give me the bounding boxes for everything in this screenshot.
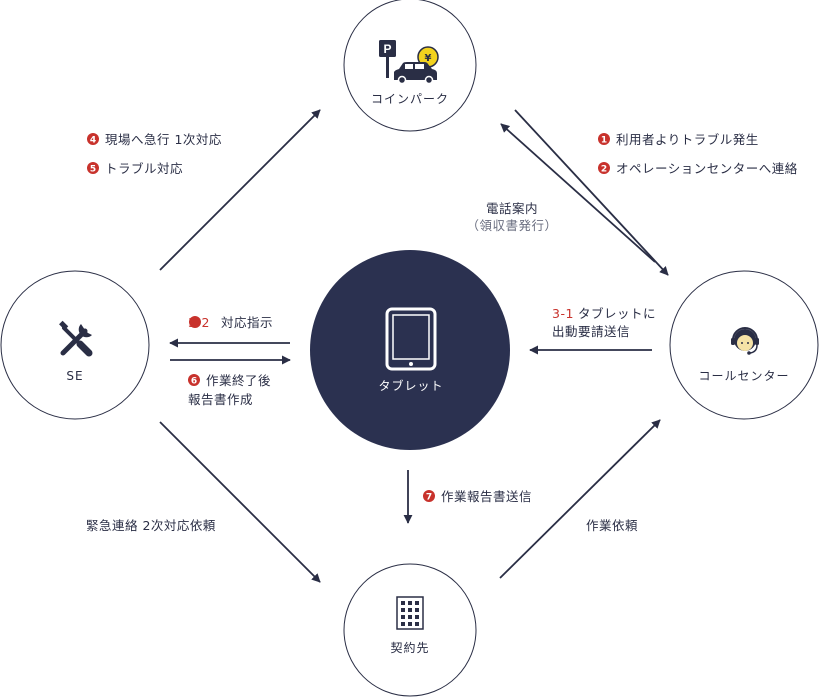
edge-label-se-to-contractor: 緊急連絡 2次対応依頼	[86, 518, 216, 533]
arrow-coinpark-to-callcenter	[514, 109, 669, 276]
edge-text-after-work: 作業終了後	[206, 373, 271, 388]
arrow-se-to-contractor	[159, 421, 321, 583]
node-label-se: SE	[66, 369, 83, 383]
edge-text-receipt-issue: （領収書発行）	[466, 218, 557, 233]
tablet-icon	[385, 307, 437, 371]
node-tablet: タブレット	[310, 250, 510, 450]
edge-label-coinpark-to-callcenter: 1 利用者よりトラブル発生 2 オペレーションセンターへ連絡	[598, 132, 798, 176]
operator-headset-icon	[731, 327, 759, 355]
edge-text-contact-center: オペレーションセンターへ連絡	[616, 161, 798, 176]
node-se: SE	[0, 270, 150, 420]
badge-7: 7	[426, 493, 432, 503]
svg-text:¥: ¥	[425, 53, 432, 64]
car-icon	[394, 62, 437, 85]
node-label-tablet: タブレット	[378, 378, 443, 393]
step-number-3-2: 3-2	[188, 315, 210, 330]
badge-1: 1	[601, 136, 607, 146]
badge-5: 5	[90, 165, 96, 175]
edge-label-callcenter-to-tablet: 3-1 タブレットに 出動要請送信	[552, 306, 656, 339]
node-callcenter: コールセンター	[669, 270, 819, 420]
node-label-contractor: 契約先	[390, 640, 429, 655]
edge-text-phone-guide: 電話案内	[486, 201, 538, 216]
node-label-callcenter: コールセンター	[698, 369, 789, 383]
edge-label-contractor-to-callcenter: 作業依頼	[586, 518, 638, 533]
edge-label-phone-guide: 電話案内 （領収書発行）	[466, 201, 557, 233]
edge-label-se-to-coinpark: 4 現場へ急行 1次対応 5 トラブル対応	[87, 132, 222, 176]
tools-icon	[59, 320, 93, 357]
step-number-3-1: 3-1	[552, 306, 574, 321]
edge-text-rush-to-site: 現場へ急行 1次対応	[105, 132, 222, 147]
building-icon	[396, 596, 424, 630]
badge-6: 6	[191, 377, 197, 387]
arrow-callcenter-to-coinpark	[500, 123, 656, 263]
edge-text-dispatch-request: 出動要請送信	[552, 324, 630, 339]
edge-label-se-to-tablet: 6 作業終了後 報告書作成	[188, 373, 271, 407]
edge-text-instruct: 対応指示	[221, 315, 273, 330]
arrows	[159, 109, 669, 583]
edge-text-send-report: 作業報告書送信	[441, 489, 532, 504]
edge-text-to-tablet: タブレットに	[578, 306, 656, 321]
badge-4: 4	[90, 136, 96, 146]
node-coinpark: P ¥ コインパーク	[343, 0, 477, 132]
edge-text-trouble-response: トラブル対応	[105, 161, 183, 176]
edge-text-trouble-occurs: 利用者よりトラブル発生	[616, 132, 759, 147]
node-label-coinpark: コインパーク	[371, 92, 449, 106]
edge-label-tablet-to-se: 3-2 対応指示	[188, 315, 273, 330]
node-contractor: 契約先	[343, 563, 477, 697]
arrow-se-to-coinpark	[159, 109, 321, 271]
edge-text-create-report: 報告書作成	[188, 392, 253, 407]
badge-2: 2	[601, 165, 607, 175]
parking-sign-icon: P	[379, 40, 396, 78]
svg-text:P: P	[383, 42, 391, 56]
arrow-contractor-to-callcenter	[499, 419, 661, 579]
edge-label-tablet-to-contractor: 7 作業報告書送信	[423, 489, 532, 504]
